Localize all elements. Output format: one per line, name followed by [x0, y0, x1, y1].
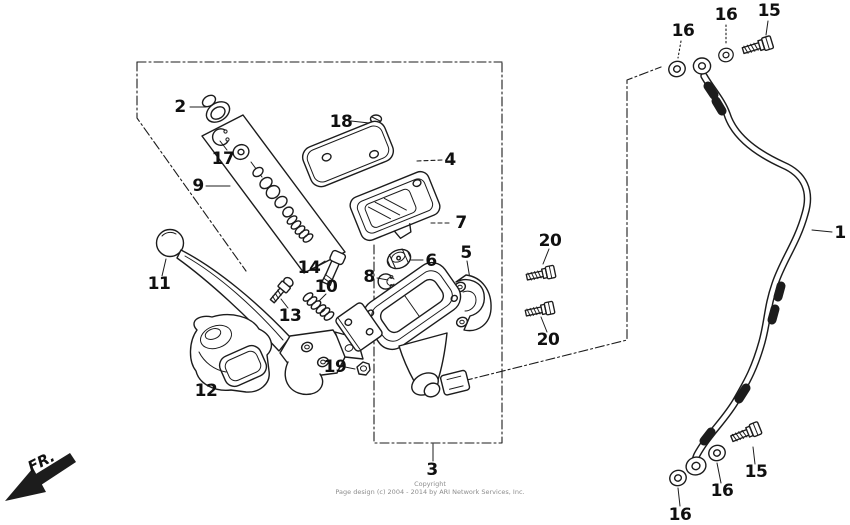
repair-kit-box [201, 114, 346, 274]
part-label-16c[interactable]: 16 [710, 481, 734, 501]
pivot-bolt [321, 249, 347, 287]
clamp-bolts [523, 264, 557, 320]
dust-boot [189, 313, 273, 393]
part-label-15a[interactable]: 15 [757, 1, 781, 21]
adjuster-bolt [269, 276, 294, 304]
fr-arrow [5, 453, 76, 501]
part-label-3[interactable]: 3 [426, 460, 438, 480]
part-label-20a[interactable]: 20 [538, 231, 562, 251]
part-label-16b[interactable]: 16 [714, 5, 738, 25]
assembly-boundary [136, 61, 662, 444]
part-label-5[interactable]: 5 [460, 243, 472, 263]
part-label-16a[interactable]: 16 [671, 21, 695, 41]
brake-hose [685, 57, 812, 476]
part-label-18[interactable]: 18 [329, 112, 353, 132]
part-label-17[interactable]: 17 [211, 149, 235, 169]
part-label-6[interactable]: 6 [425, 251, 437, 271]
diaphragm-plate [349, 170, 441, 242]
banjo-bolts [728, 34, 775, 446]
part-label-10[interactable]: 10 [314, 277, 338, 297]
part-label-16d[interactable]: 16 [668, 505, 692, 525]
part-label-13[interactable]: 13 [278, 306, 302, 326]
master-cylinder-body [335, 261, 471, 398]
reservoir-cover [301, 120, 395, 188]
part-label-7[interactable]: 7 [455, 213, 467, 233]
part-label-19[interactable]: 19 [323, 357, 347, 377]
part-label-11[interactable]: 11 [147, 274, 171, 294]
part-label-1[interactable]: 1 [834, 223, 846, 243]
nut [356, 361, 371, 376]
part-label-4[interactable]: 4 [444, 150, 456, 170]
grommet [386, 248, 412, 270]
leader-lines [161, 20, 833, 507]
copyright-line1: Copyright [414, 480, 446, 488]
part-label-20b[interactable]: 20 [536, 330, 560, 350]
copyright-footer: Copyright Page design (c) 2004 - 2014 by… [295, 480, 565, 496]
part-label-12[interactable]: 12 [194, 381, 218, 401]
part-label-9[interactable]: 9 [192, 176, 204, 196]
copyright-line2: Page design (c) 2004 - 2014 by ARI Netwo… [335, 488, 525, 496]
part-label-15b[interactable]: 15 [744, 462, 768, 482]
part-label-8[interactable]: 8 [363, 267, 375, 287]
part-label-2[interactable]: 2 [174, 97, 186, 117]
spring [302, 292, 335, 321]
part-label-14[interactable]: 14 [297, 258, 321, 278]
repair-kit-parts [201, 94, 314, 243]
